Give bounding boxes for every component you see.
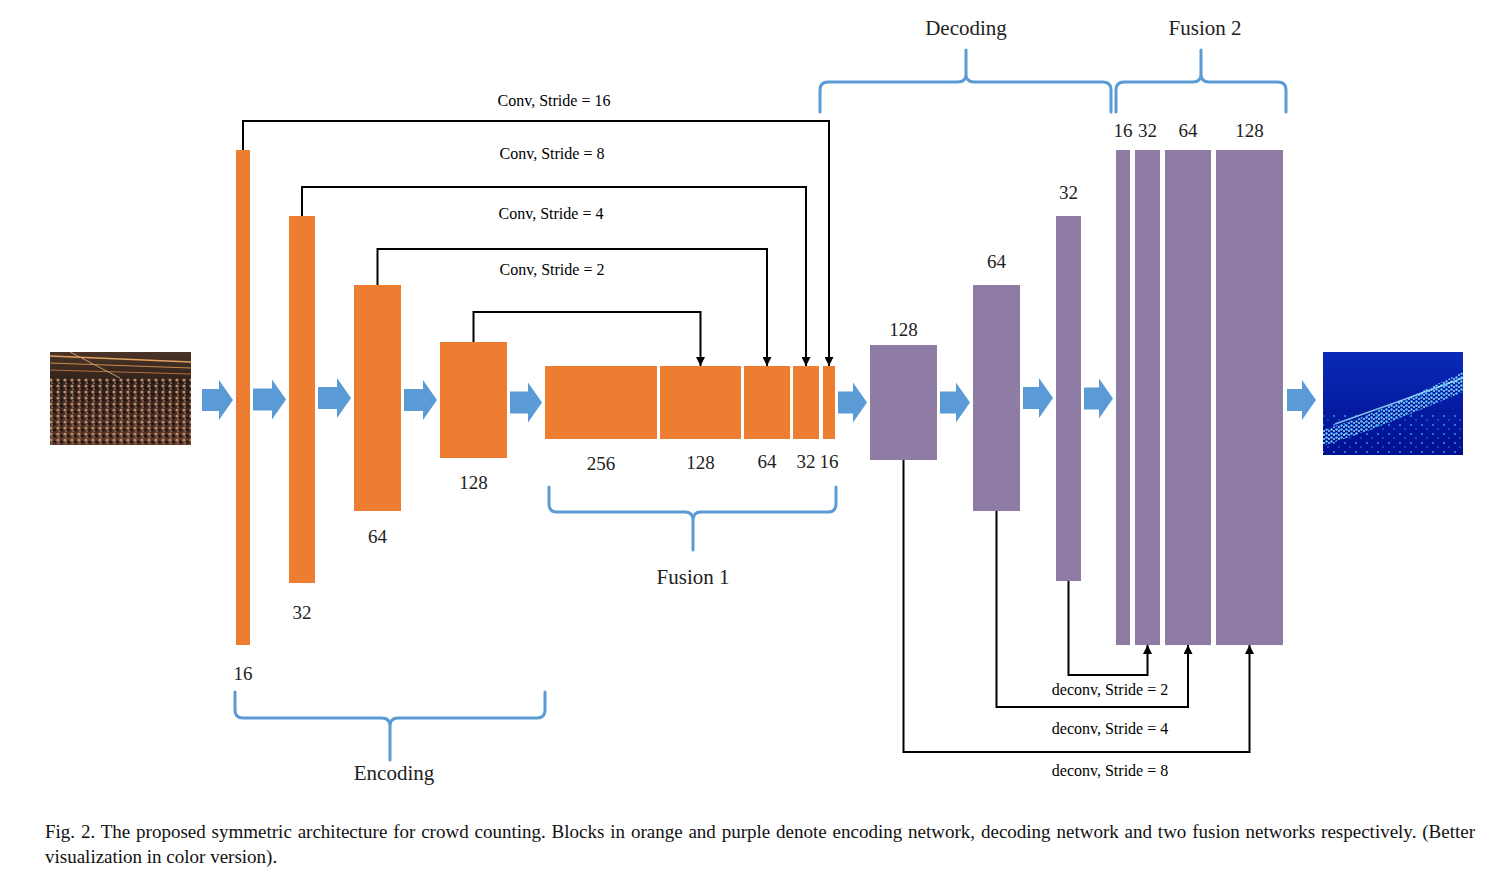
figure-caption: Fig. 2. The proposed symmetric architect…	[45, 819, 1475, 869]
group-name: Decoding	[925, 16, 1007, 40]
flow-arrow	[510, 383, 542, 423]
flow-arrow	[1084, 379, 1113, 419]
label-anchor: Decoding	[925, 16, 1007, 40]
channel-count: 32	[1138, 120, 1157, 142]
crowd-photo	[50, 352, 191, 445]
stride-label: deconv, Stride = 2	[1050, 680, 1170, 700]
density-ridge	[1335, 378, 1463, 424]
conv-skip-line	[378, 249, 768, 366]
fusion-block: 16	[1116, 150, 1130, 645]
ceiling-light	[50, 356, 191, 362]
label-anchor: deconv, Stride = 4	[1050, 719, 1170, 739]
channel-count: 64	[758, 451, 777, 473]
flow-arrow	[1287, 380, 1316, 420]
ceiling-light	[70, 352, 120, 378]
channel-count: 16	[820, 451, 839, 473]
group-name: Encoding	[354, 761, 434, 785]
crowd-heads	[50, 378, 191, 445]
fusion-block: 128	[660, 366, 741, 439]
fusion-block: 32	[793, 366, 819, 439]
label-anchor: Fusion 1	[657, 565, 730, 589]
fusion-block: 64	[744, 366, 790, 439]
flow-arrow	[940, 383, 970, 423]
channel-count: 16	[1114, 120, 1133, 142]
channel-count: 16	[234, 663, 253, 685]
photo-ground	[50, 352, 191, 445]
encoder-block: 32	[289, 216, 315, 583]
group-brace	[235, 692, 545, 760]
fusion-block: 256	[545, 366, 657, 439]
group-brace	[549, 487, 836, 550]
encoder-block: 64	[354, 285, 401, 511]
channel-count: 128	[1235, 120, 1264, 142]
label-anchor: Encoding	[354, 761, 434, 785]
label-anchor: deconv, Stride = 8	[1050, 761, 1170, 781]
conv-skip-line	[474, 312, 701, 366]
channel-count: 64	[368, 526, 387, 548]
channel-count: 128	[459, 472, 488, 494]
channel-count: 128	[686, 452, 715, 474]
flow-arrow	[838, 383, 867, 423]
channel-count: 32	[293, 602, 312, 624]
label-anchor: Conv, Stride = 4	[497, 204, 606, 224]
decoder-block: 32	[1056, 216, 1081, 581]
flow-arrow	[202, 380, 233, 420]
stride-label: deconv, Stride = 4	[1050, 719, 1170, 739]
channel-count: 32	[797, 451, 816, 473]
encoder-block: 16	[236, 150, 250, 645]
group-brace	[1116, 50, 1286, 112]
decoder-block: 64	[973, 285, 1020, 511]
fusion-block: 64	[1165, 150, 1211, 645]
channel-count: 128	[889, 319, 918, 341]
flow-arrow	[404, 380, 437, 420]
caption-anchor: Fig. 2. The proposed symmetric architect…	[45, 819, 1475, 869]
stride-label: deconv, Stride = 8	[1050, 761, 1170, 781]
stride-label: Conv, Stride = 4	[497, 204, 606, 224]
group-brace	[820, 50, 1111, 112]
encoder-block: 128	[440, 342, 507, 458]
fusion-block: 16	[823, 366, 835, 439]
group-name: Fusion 2	[1169, 16, 1242, 40]
flow-arrow	[318, 378, 351, 418]
fusion-block: 128	[1216, 150, 1283, 645]
group-name: Fusion 1	[657, 565, 730, 589]
decoder-block: 128	[870, 345, 937, 460]
density-band	[1323, 372, 1463, 446]
ceiling-light	[50, 363, 191, 368]
label-anchor: Conv, Stride = 8	[498, 144, 607, 164]
density-map	[1323, 352, 1463, 455]
label-anchor: Conv, Stride = 16	[496, 91, 613, 111]
channel-count: 256	[587, 453, 616, 475]
flow-arrow	[1023, 378, 1053, 418]
channel-count: 64	[987, 251, 1006, 273]
density-ground	[1323, 352, 1463, 455]
flow-arrow	[253, 380, 286, 420]
channel-count: 32	[1059, 182, 1078, 204]
channel-count: 64	[1179, 120, 1198, 142]
label-anchor: Conv, Stride = 2	[498, 260, 607, 280]
label-anchor: Fusion 2	[1169, 16, 1242, 40]
stride-label: Conv, Stride = 2	[498, 260, 607, 280]
fusion-block: 32	[1135, 150, 1160, 645]
stride-label: Conv, Stride = 8	[498, 144, 607, 164]
label-anchor: deconv, Stride = 2	[1050, 680, 1170, 700]
conv-skip-line	[243, 121, 829, 366]
ceiling-light	[50, 370, 191, 374]
stride-label: Conv, Stride = 16	[496, 91, 613, 111]
